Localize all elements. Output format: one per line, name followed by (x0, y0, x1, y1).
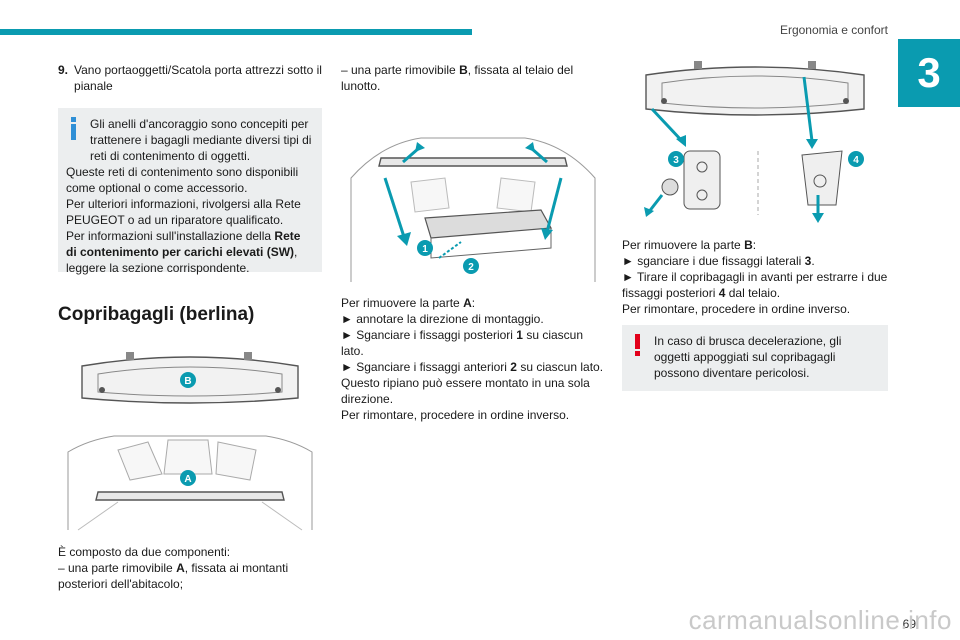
shelf-b-removal-figure: 3 4 (622, 55, 888, 225)
removal-b-instructions: Per rimuovere la parte B: ► sganciare i … (622, 238, 888, 316)
component-b-text: – una parte rimovibile B, fissata al tel… (341, 63, 574, 93)
info-line-1: Gli anelli d'ancoraggio sono concepiti p… (90, 117, 312, 163)
figure-label-3: 3 (673, 155, 679, 166)
figure-label-1: 1 (422, 244, 428, 255)
info-icon (71, 117, 76, 140)
info-line-2: Queste reti di contenimento sono disponi… (66, 165, 299, 195)
figure-label-b: B (184, 376, 191, 387)
info-note: Gli anelli d'ancoraggio sono concepiti p… (58, 108, 322, 275)
chapter-number-tab: 3 (898, 39, 960, 107)
header-section-title: Ergonomia e confort (779, 23, 888, 37)
right-column: 3 4 Per rimuovere la parte B: ► sganciar… (622, 55, 888, 391)
figure-label-2: 2 (468, 262, 474, 273)
info-line-4: Per informazioni sull'installazione dell… (66, 229, 301, 275)
warning-text: In caso di brusca decelerazione, gli ogg… (654, 334, 842, 380)
removal-a-instructions: Per rimuovere la parte A: ► annotare la … (341, 296, 604, 422)
shelf-a-removal-figure: 1 2 (341, 108, 605, 283)
left-column: 9. Vano portaoggetti/Scatola porta attre… (58, 62, 322, 592)
middle-column: – una parte rimovibile B, fissata al tel… (341, 62, 605, 423)
header-rule (0, 29, 472, 35)
item-number: 9. (58, 63, 69, 77)
warning-icon (635, 334, 640, 356)
figure-label-4: 4 (853, 155, 859, 166)
info-bold-reference: Rete di contenimento per carichi elevati… (66, 229, 301, 259)
watermark: carmanualsonline.info (688, 605, 952, 635)
parcel-shelf-overview-figure: B A (58, 344, 322, 532)
info-line-3: Per ulteriori informazioni, rivolgersi a… (66, 197, 301, 227)
item-text: Vano portaoggetti/Scatola porta attrezzi… (74, 63, 322, 93)
figure-label-a: A (184, 474, 191, 485)
components-paragraph: È composto da due componenti: – una part… (58, 545, 289, 591)
list-item-9: 9. Vano portaoggetti/Scatola porta attre… (58, 62, 322, 94)
warning-note: In caso di brusca decelerazione, gli ogg… (622, 325, 888, 391)
section-title: Copribagagli (berlina) (58, 304, 255, 325)
page-number: 69 (902, 617, 916, 631)
